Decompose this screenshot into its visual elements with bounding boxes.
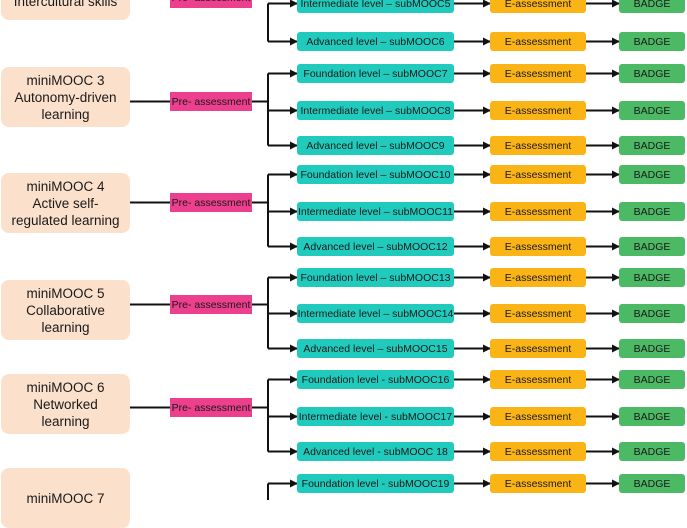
submooc-box: Intermediate level - subMOOC17 xyxy=(297,407,454,426)
e-assessment-box: E-assessment xyxy=(490,237,586,256)
pre-assessment-box: Pre- assessment xyxy=(170,295,252,314)
submooc-box: Foundation level - subMOOC19 xyxy=(297,474,454,493)
minimooc-label-line: Autonomy-driven xyxy=(14,89,117,105)
minimooc-label-line: miniMOOC 3 xyxy=(26,72,105,88)
badge-box: BADGE xyxy=(619,0,685,13)
submooc-box: Advanced level – subMOOC12 xyxy=(297,237,454,256)
badge-box: BADGE xyxy=(619,370,685,389)
e-assessment-box: E-assessment xyxy=(490,474,586,493)
badge-box: BADGE xyxy=(619,64,685,83)
submooc-box: Intermediate level – subMOOC8 xyxy=(297,101,454,120)
minimooc-label-line: miniMOOC 7 xyxy=(26,490,105,506)
submooc-box: Intermediate level – subMOOC11 xyxy=(297,202,454,221)
e-assessment-box: E-assessment xyxy=(490,101,586,120)
e-assessment-box: E-assessment xyxy=(490,165,586,184)
pre-assessment-box: Pre- assessment xyxy=(170,0,252,8)
badge-box: BADGE xyxy=(619,268,685,287)
badge-box: BADGE xyxy=(619,442,685,461)
minimooc-label-line: Networked xyxy=(33,396,98,412)
minimooc-label-line: learning xyxy=(41,319,90,335)
e-assessment-box: E-assessment xyxy=(490,407,586,426)
submooc-box: Advanced level – subMOOC15 xyxy=(297,339,454,358)
badge-box: BADGE xyxy=(619,339,685,358)
minimooc-label-line: Active self- xyxy=(32,195,99,211)
connector-layer xyxy=(130,0,620,500)
pre-assessment-box: Pre- assessment xyxy=(170,398,252,417)
e-assessment-box: E-assessment xyxy=(490,32,586,51)
minimooc-label-line: learning xyxy=(41,413,90,429)
badge-box: BADGE xyxy=(619,237,685,256)
minimooc-label-line: Intercultural skills xyxy=(13,0,118,9)
badge-box: BADGE xyxy=(619,407,685,426)
badge-box: BADGE xyxy=(619,165,685,184)
submooc-box: Foundation level - subMOOC16 xyxy=(297,370,454,389)
pre-assessment-box: Pre- assessment xyxy=(170,92,252,111)
e-assessment-box: E-assessment xyxy=(490,339,586,358)
minimooc-label-line: miniMOOC 5 xyxy=(26,285,105,301)
minimooc-label-line: learning xyxy=(41,106,90,122)
minimooc-label-line: miniMOOC 4 xyxy=(26,178,105,194)
e-assessment-box: E-assessment xyxy=(490,442,586,461)
submooc-box: Foundation level – subMOOC7 xyxy=(297,64,454,83)
badge-box: BADGE xyxy=(619,32,685,51)
submooc-box: Advanced level – subMOOC6 xyxy=(297,32,454,51)
e-assessment-box: E-assessment xyxy=(490,268,586,287)
badge-box: BADGE xyxy=(619,101,685,120)
submooc-box: Foundation level – subMOOC10 xyxy=(297,165,454,184)
badge-box: BADGE xyxy=(619,474,685,493)
e-assessment-box: E-assessment xyxy=(490,0,586,13)
submooc-box: Advanced level – subMOOC9 xyxy=(297,136,454,155)
minimooc-label-line: miniMOOC 6 xyxy=(26,379,105,395)
pre-assessment-box: Pre- assessment xyxy=(170,193,252,212)
minimooc-label-line: Collaborative xyxy=(26,302,105,318)
minimooc-box: miniMOOC 7 xyxy=(1,468,130,528)
e-assessment-box: E-assessment xyxy=(490,370,586,389)
minimooc-box: Intercultural skills xyxy=(1,0,130,20)
e-assessment-box: E-assessment xyxy=(490,64,586,83)
e-assessment-box: E-assessment xyxy=(490,304,586,323)
submooc-box: Advanced level - subMOOC 18 xyxy=(297,442,454,461)
minimooc-label-line: regulated learning xyxy=(11,212,120,228)
badge-box: BADGE xyxy=(619,136,685,155)
submooc-box: Foundation level – subMOOC13 xyxy=(297,268,454,287)
submooc-box: Intermediate level – subMOOC5 xyxy=(297,0,454,13)
submooc-box: Intermediate level – subMOOC14 xyxy=(297,304,454,323)
e-assessment-box: E-assessment xyxy=(490,202,586,221)
badge-box: BADGE xyxy=(619,202,685,221)
e-assessment-box: E-assessment xyxy=(490,136,586,155)
badge-box: BADGE xyxy=(619,304,685,323)
